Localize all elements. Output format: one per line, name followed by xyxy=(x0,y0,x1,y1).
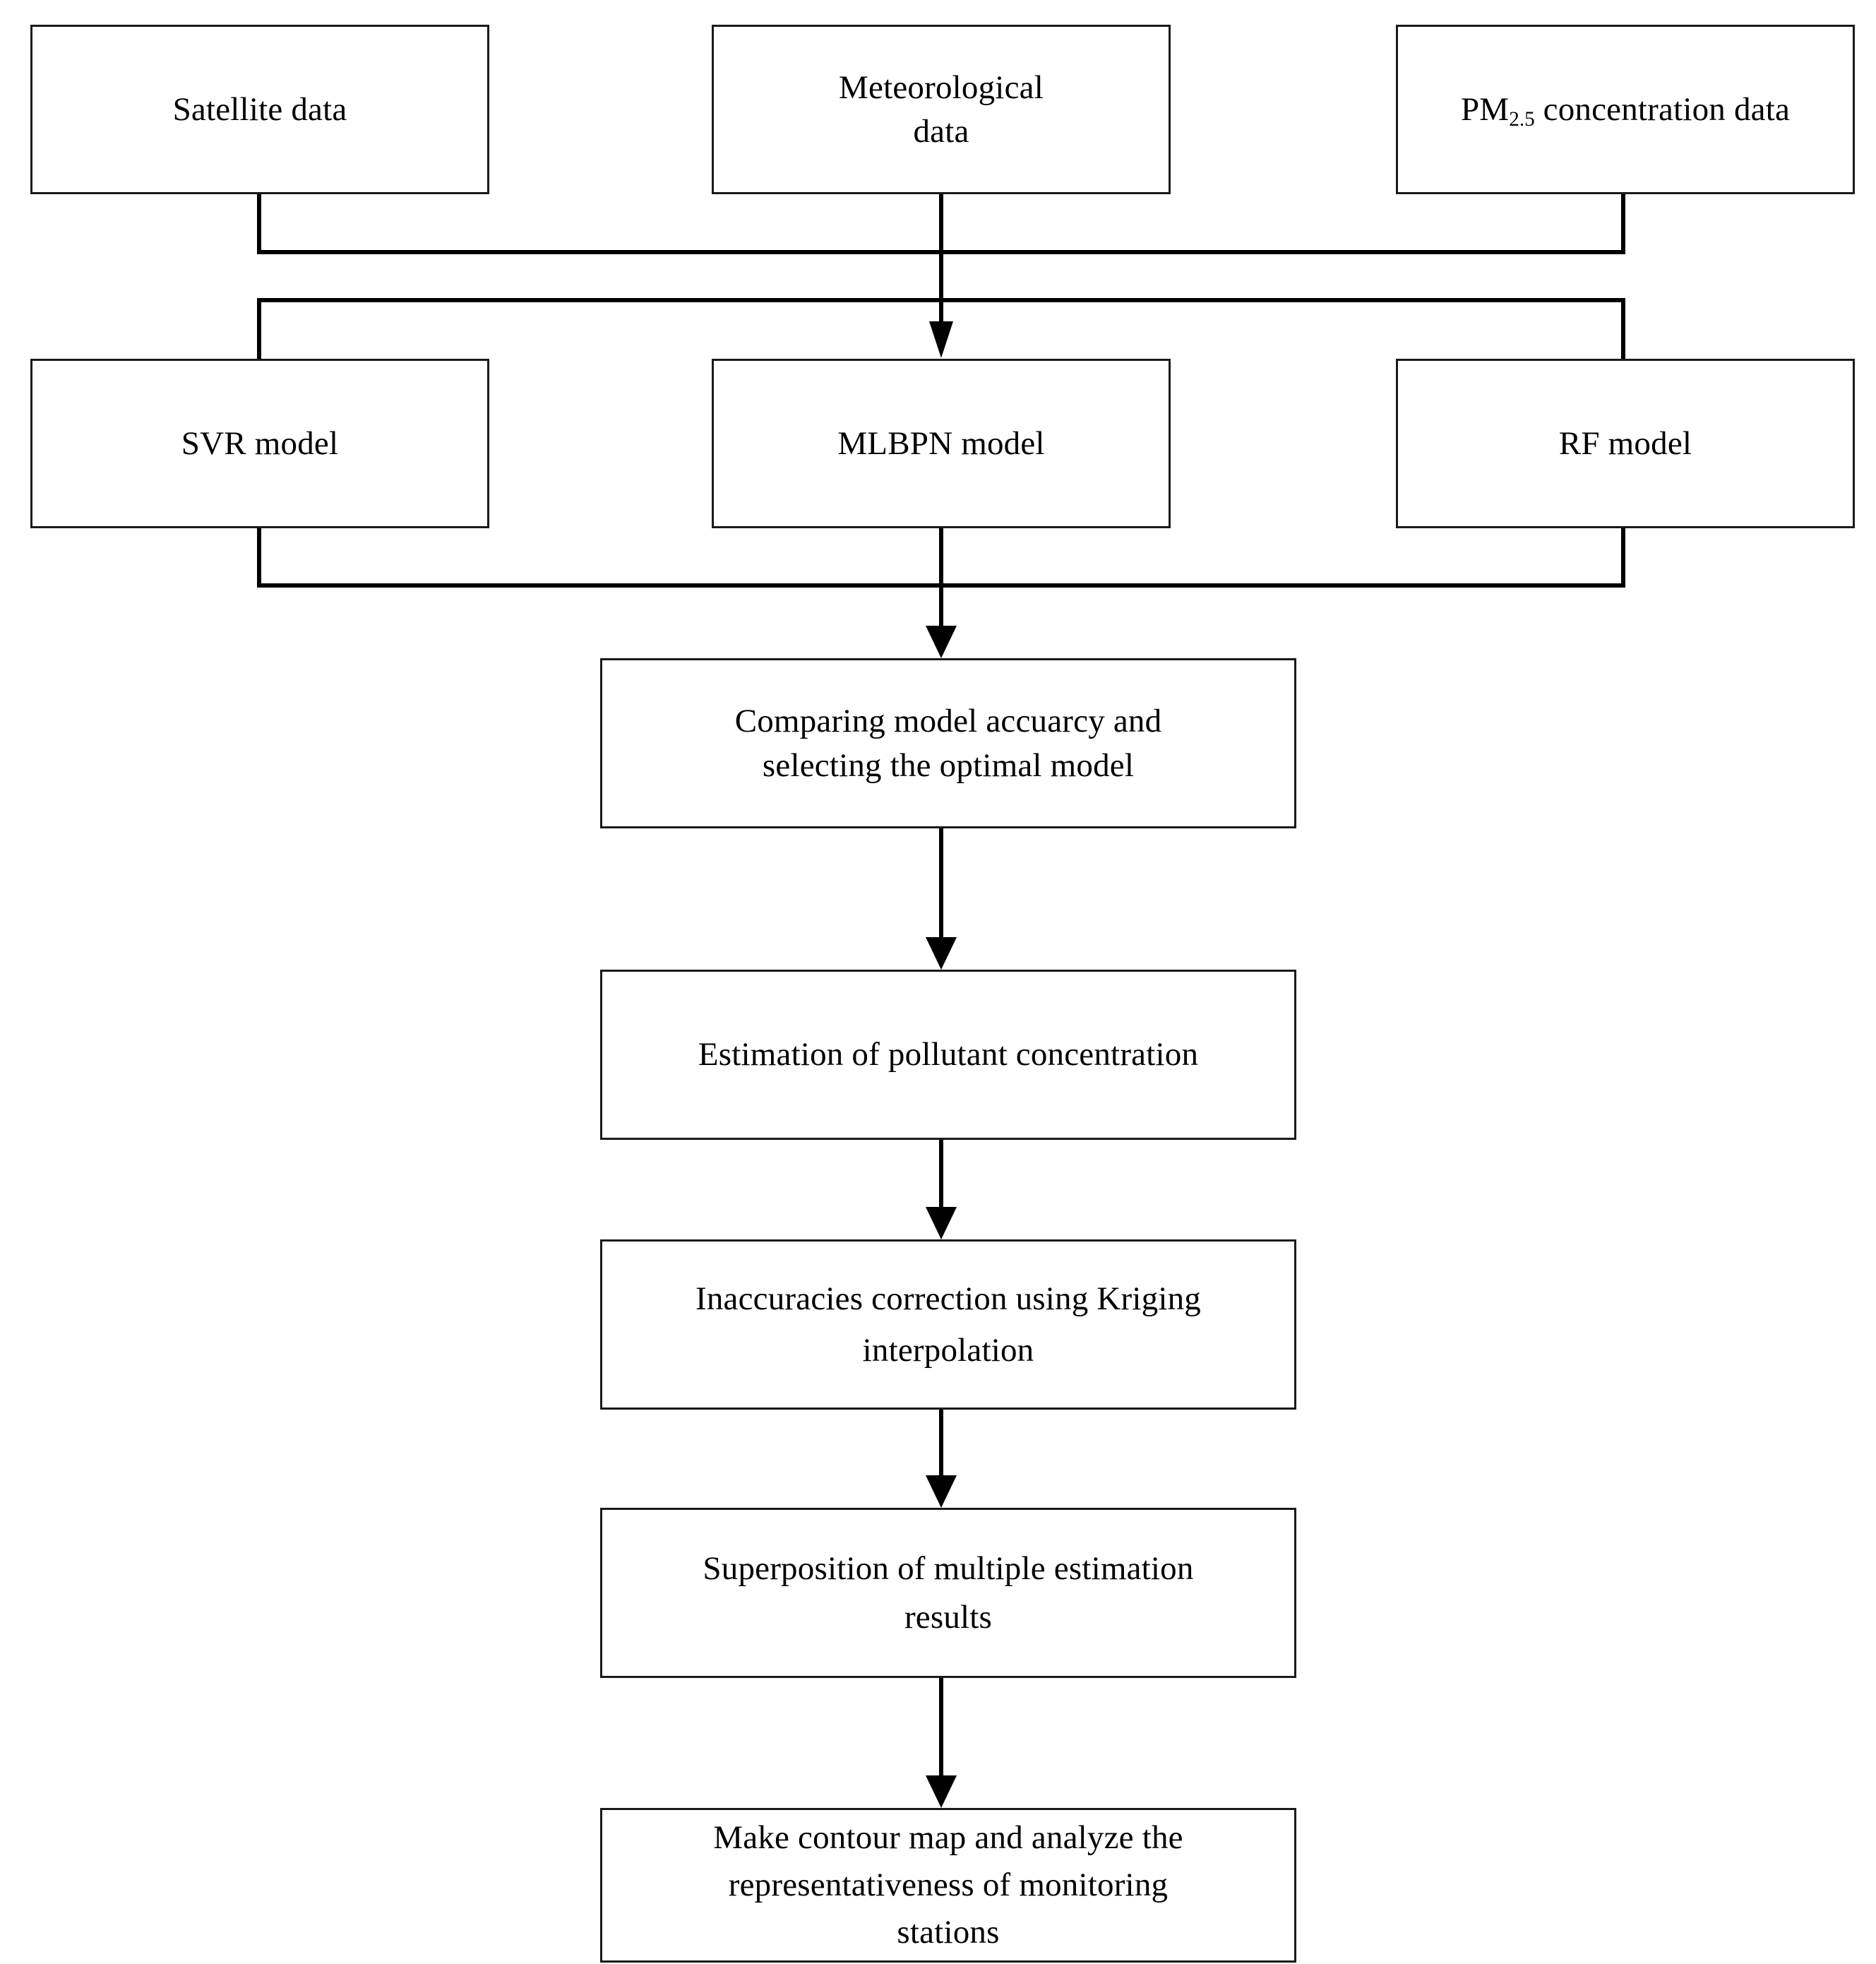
edge-superposition-to-contour xyxy=(939,1678,943,1777)
node-pm25-concentration-data[interactable]: PM2.5 concentration data xyxy=(1396,25,1855,194)
node-estimation-label: Estimation of pollutant concentration xyxy=(698,1036,1199,1073)
node-compare-models[interactable]: Comparing model accuarcy and selecting t… xyxy=(600,658,1296,828)
edge-bus-to-svr xyxy=(257,298,261,362)
pm-prefix: PM xyxy=(1460,90,1510,128)
node-contour-map[interactable]: Make contour map and analyze the represe… xyxy=(600,1808,1296,1963)
arrowhead-to-contour xyxy=(926,1775,957,1808)
edge-svr-drop xyxy=(257,528,261,587)
node-kriging-label: Inaccuracies correction using Kriging in… xyxy=(695,1280,1202,1369)
node-compare-models-label: Comparing model accuarcy and selecting t… xyxy=(734,703,1162,784)
node-rf-model[interactable]: RF model xyxy=(1396,359,1855,528)
node-superposition[interactable]: Superposition of multiple estimation res… xyxy=(600,1508,1296,1678)
edge-estimation-to-kriging xyxy=(939,1140,943,1208)
edge-satellite-drop xyxy=(257,194,261,254)
edge-kriging-to-superposition xyxy=(939,1410,943,1477)
node-mlbpn-model[interactable]: MLBPN model xyxy=(712,359,1171,528)
pm-subscript: 2.5 xyxy=(1509,108,1535,131)
node-svr-model[interactable]: SVR model xyxy=(30,359,489,528)
arrowhead-to-estimation xyxy=(926,937,957,970)
node-mlbpn-model-label: MLBPN model xyxy=(837,424,1045,462)
arrowhead-to-mlbpn xyxy=(929,321,953,358)
node-satellite-data-label: Satellite data xyxy=(172,90,347,128)
edge-bus-to-rf xyxy=(1621,298,1625,362)
node-pm25-concentration-data-label: PM2.5 concentration data xyxy=(1408,88,1843,131)
edge-pm25-drop xyxy=(1621,194,1625,254)
arrowhead-to-kriging xyxy=(926,1207,957,1239)
node-svr-model-label: SVR model xyxy=(181,424,339,462)
node-meteorological-data[interactable]: Meteorological data xyxy=(712,25,1171,194)
edge-rf-drop xyxy=(1621,528,1625,587)
edge-compare-to-estimation xyxy=(939,828,943,939)
node-superposition-label: Superposition of multiple estimation res… xyxy=(703,1550,1194,1636)
node-contour-map-label: Make contour map and analyze the represe… xyxy=(713,1819,1183,1951)
node-rf-model-label: RF model xyxy=(1558,424,1692,462)
edge-mlbpn-drop xyxy=(939,528,943,627)
arrowhead-to-compare xyxy=(926,626,957,658)
pm-suffix: concentration data xyxy=(1534,90,1791,128)
arrowhead-to-superposition xyxy=(926,1475,957,1508)
edge-meteorological-spine xyxy=(939,194,943,323)
node-estimation[interactable]: Estimation of pollutant concentration xyxy=(600,970,1296,1140)
node-meteorological-data-label: Meteorological data xyxy=(839,69,1044,150)
node-kriging[interactable]: Inaccuracies correction using Kriging in… xyxy=(600,1239,1296,1410)
node-satellite-data[interactable]: Satellite data xyxy=(30,25,489,194)
